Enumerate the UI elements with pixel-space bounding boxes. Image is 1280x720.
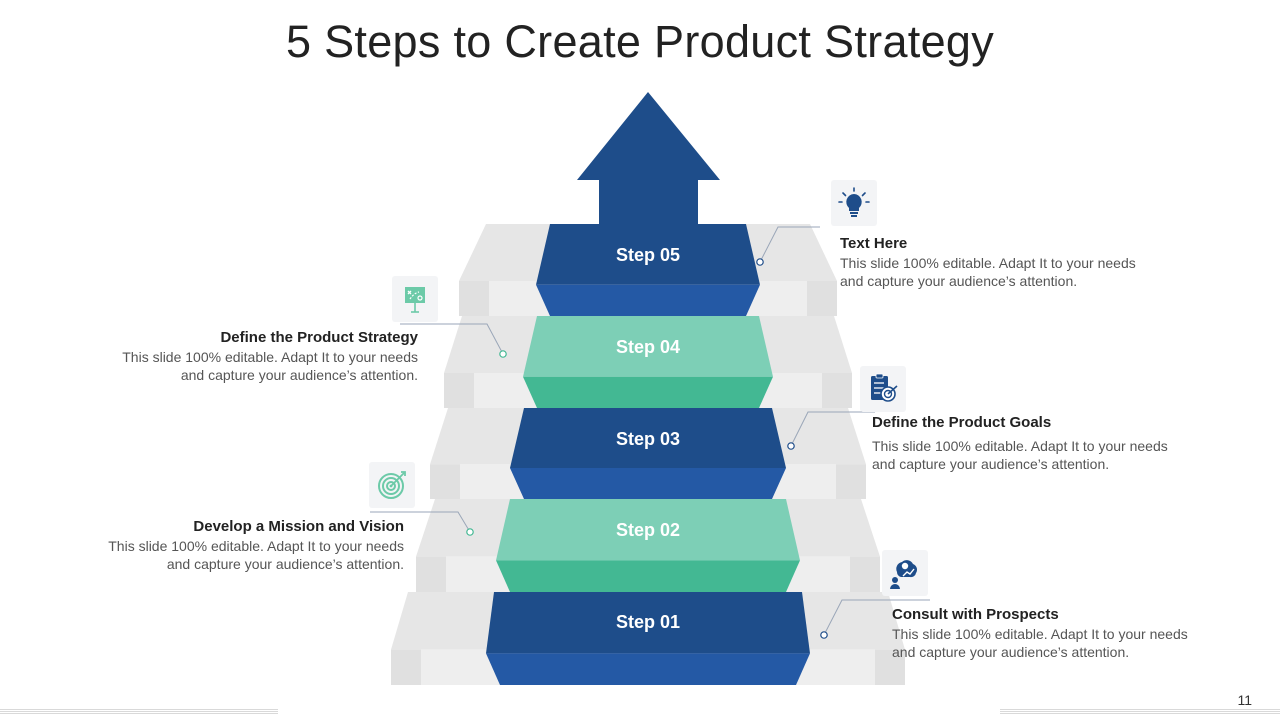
step-band-3 [510, 468, 786, 499]
footer-line-left [0, 709, 278, 715]
connector-dots [466, 258, 828, 639]
stair-shade-right-3 [836, 464, 866, 499]
stair-shade-right-4 [822, 373, 852, 408]
callout-body: This slide 100% editable. Adapt It to yo… [840, 255, 1136, 289]
stair-shade-left-2 [416, 556, 446, 592]
footer-line-right [1000, 709, 1280, 715]
stair-shade-left-3 [430, 464, 460, 499]
step-label-03: Step 03 [616, 429, 680, 449]
callout-body: This slide 100% editable. Adapt It to yo… [108, 538, 404, 572]
connector-step05 [759, 226, 820, 263]
step-label-02: Step 02 [616, 520, 680, 540]
up-arrow-shape [577, 92, 720, 224]
step-band-4 [523, 376, 773, 408]
step-label-01: Step 01 [616, 612, 680, 632]
step-band-1 [486, 653, 810, 685]
connector-lines [370, 226, 930, 636]
step-block-2 [496, 499, 800, 561]
connector-dot-step05 [756, 258, 764, 266]
strategy-board-icon [392, 276, 438, 322]
callout-body: This slide 100% editable. Adapt It to yo… [892, 626, 1188, 660]
callout-step04: Define the Product Strategy This slide 1… [98, 329, 418, 384]
slide-title: 5 Steps to Create Product Strategy [285, 16, 995, 67]
consult-prospects-icon [882, 550, 928, 596]
connector-step01 [823, 599, 930, 636]
step-block-5 [536, 224, 760, 285]
connector-dot-step01 [820, 631, 828, 639]
step-label-04: Step 04 [616, 337, 680, 357]
callout-title: Develop a Mission and Vision [193, 518, 404, 535]
callout-title: Consult with Prospects [892, 606, 1059, 623]
step-band-5 [536, 284, 760, 316]
step-block-1 [486, 592, 810, 654]
step-band-2 [496, 560, 800, 592]
stair-shade-left-4 [444, 373, 474, 408]
step-block-3 [510, 408, 786, 469]
callout-step03: Define the Product Goals This slide 100%… [872, 414, 1182, 473]
stair-shade-right-1 [875, 649, 905, 685]
stair-shade-left-1 [391, 649, 421, 685]
stair-shade-right-5 [807, 281, 837, 316]
callout-step01: Consult with Prospects This slide 100% e… [892, 606, 1202, 661]
stair-shade-left-5 [459, 281, 489, 316]
checklist-target-icon [860, 366, 906, 412]
connector-dot-step02 [466, 528, 474, 536]
callout-body: This slide 100% editable. Adapt It to yo… [872, 438, 1168, 472]
connector-dot-step04 [499, 350, 507, 358]
connector-step03 [790, 411, 875, 447]
connector-step04 [400, 323, 504, 355]
callout-body: This slide 100% editable. Adapt It to yo… [122, 349, 418, 383]
callout-title: Define the Product Strategy [220, 329, 418, 346]
step-block-4 [523, 316, 773, 377]
callout-title: Define the Product Goals [872, 414, 1052, 431]
step-label-05: Step 05 [616, 245, 680, 265]
stair-shade-right-2 [850, 556, 880, 592]
callout-step02: Develop a Mission and Vision This slide … [84, 518, 404, 573]
target-icon [369, 462, 415, 508]
page-number: 11 [1237, 692, 1252, 708]
step-blocks-group [486, 224, 810, 685]
connector-step02 [370, 511, 471, 533]
callout-title: Text Here [840, 235, 908, 252]
lightbulb-icon [831, 180, 877, 226]
connector-dot-step03 [787, 442, 795, 450]
callout-step05: Text Here This slide 100% editable. Adap… [840, 235, 1150, 290]
